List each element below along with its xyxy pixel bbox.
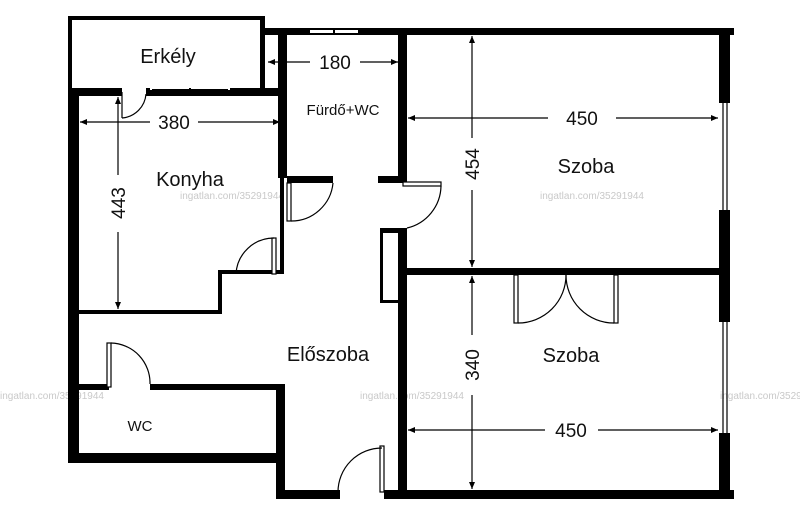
top-wall-right: [358, 28, 734, 35]
balcony-wall-right: [260, 16, 265, 88]
outer-wall-right-3: [719, 433, 730, 499]
watermarks: ingatlan.com/35291944 ingatlan.com/35291…: [0, 191, 800, 402]
room-top-door-swing: [406, 185, 442, 229]
watermark-1: ingatlan.com/35291944: [180, 191, 284, 202]
room-top-door-leaf[interactable]: [402, 181, 442, 187]
room-bottom-door-swing-left: [517, 274, 567, 324]
bottom-wall-right: [384, 490, 734, 499]
doors: [106, 92, 619, 493]
room-label-room-top: Szoba: [558, 156, 616, 178]
room-bottom-door-swing-right: [565, 274, 615, 324]
niche-top: [380, 228, 398, 233]
kitchen-door-leaf[interactable]: [271, 237, 277, 275]
balcony-door-swing: [121, 93, 147, 119]
bath-wall-bottom-right: [378, 176, 404, 183]
dim-room-bottom-width: 450: [555, 421, 587, 442]
wc-door-leaf[interactable]: [106, 342, 112, 388]
kitchen-wall-bottom-right: [218, 270, 284, 274]
dim-room-top-width: 450: [566, 109, 598, 130]
watermark-3: ingatlan.com/35291944: [0, 391, 104, 402]
dim-room-top-height: 454: [463, 148, 484, 180]
kitchen-wall-top-right: [146, 88, 285, 96]
wc-wall-top-right: [150, 384, 285, 390]
entrance-door-leaf[interactable]: [379, 445, 385, 493]
wc-right-wall: [276, 388, 285, 498]
dim-kitchen-height: 443: [109, 187, 130, 219]
dim-room-bottom-height: 340: [463, 349, 484, 381]
wc-wall-top-left: [79, 384, 109, 390]
dimension-lines: [80, 36, 718, 489]
room-label-hall: Előszoba: [287, 344, 370, 366]
kitchen-window-mullion: [189, 88, 191, 96]
bath-door-swing: [290, 182, 334, 222]
room-label-kitchen: Konyha: [156, 169, 225, 191]
balcony-wall-left: [68, 16, 72, 88]
central-wall-upper: [398, 28, 407, 183]
outer-wall-right-2: [719, 210, 730, 322]
niche-bottom: [380, 300, 398, 303]
dim-kitchen-width: 380: [158, 113, 190, 134]
outer-wall-left: [68, 88, 79, 463]
kitchen-door-swing: [235, 237, 275, 275]
balcony-wall-top: [68, 16, 264, 20]
room-label-wc: WC: [128, 418, 153, 435]
wc-door-swing: [110, 342, 151, 385]
entrance-door-swing: [337, 447, 383, 493]
watermark-4: ingatlan.com/35291944: [360, 391, 464, 402]
bottom-wall-left: [276, 490, 340, 499]
room-bottom-door-leaf-left[interactable]: [513, 274, 519, 324]
outer-wall-right-1: [719, 28, 730, 103]
bath-wall-bottom-left: [287, 176, 333, 183]
dim-bathroom-width: 180: [319, 53, 351, 74]
bath-door-leaf[interactable]: [286, 182, 292, 222]
room-label-room-bottom: Szoba: [543, 345, 601, 367]
outer-wall-bottom-left: [68, 453, 278, 463]
kitchen-wall-top-left: [68, 88, 122, 96]
central-wall-lower: [398, 228, 407, 498]
rooms-divider-wall: [407, 268, 719, 275]
kitchen-wall-right: [280, 96, 284, 274]
walls: [68, 16, 734, 499]
room-label-bathroom: Fürdő+WC: [307, 102, 380, 119]
kitchen-wall-bottom-left: [79, 310, 222, 314]
watermark-5: ingatlan.com/35291944: [720, 391, 800, 402]
room-label-balcony: Erkély: [140, 46, 196, 68]
bath-window-mullion: [333, 28, 335, 35]
kitchen-wall-step: [218, 270, 222, 314]
room-bottom-door-leaf-right[interactable]: [613, 274, 619, 324]
watermark-2: ingatlan.com/35291944: [540, 191, 644, 202]
niche-left: [380, 228, 383, 303]
